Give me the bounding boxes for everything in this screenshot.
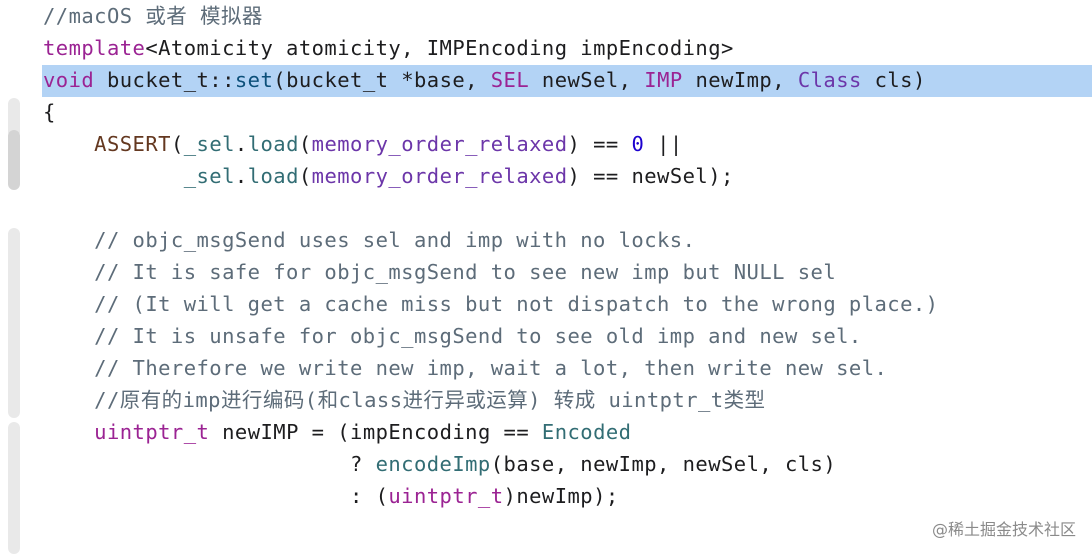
code-line[interactable]: void bucket_t::set(bucket_t *base, SEL n… [43,64,938,96]
code-token: bucket_t:: [94,68,235,92]
code-line[interactable]: template<Atomicity atomicity, IMPEncodin… [43,32,938,64]
code-line[interactable]: // It is safe for objc_msgSend to see ne… [43,256,938,288]
code-token: uintptr_t [388,484,504,508]
code-token: memory_order_relaxed [311,132,568,156]
code-line[interactable]: // Therefore we write new imp, wait a lo… [43,352,938,384]
code-token: Encoded [541,420,632,444]
code-token: ) == [567,132,632,156]
code-line[interactable]: : (uintptr_t)newImp); [43,480,938,512]
code-token: set [234,68,274,92]
code-line[interactable]: { [43,96,938,128]
code-token: { [43,100,56,124]
code-token: load [247,132,299,156]
code-token: load [247,164,299,188]
code-token: // It is safe for objc_msgSend to see ne… [43,260,837,284]
code-line[interactable]: // objc_msgSend uses sel and imp with no… [43,224,938,256]
code-token: Class [797,68,862,92]
code-line[interactable]: // It is unsafe for objc_msgSend to see … [43,320,938,352]
code-token: 0 [631,132,645,156]
code-token [43,132,94,156]
code-token: (bucket_t *base, [273,68,491,92]
code-line[interactable]: _sel.load(memory_order_relaxed) == newSe… [43,160,938,192]
code-token: // (It will get a cache miss but not dis… [43,292,939,316]
code-line[interactable] [43,192,938,224]
code-token: _sel [183,132,235,156]
code-token: encodeImp [375,452,491,476]
code-token: void [43,68,95,92]
code-token: // It is unsafe for objc_msgSend to see … [43,324,862,348]
code-token: //macOS 或者 模拟器 [43,4,263,28]
source-code[interactable]: //macOS 或者 模拟器 template<Atomicity atomici… [43,0,938,512]
code-fold-ribbon[interactable] [8,98,20,138]
code-token: . [234,132,248,156]
code-token: _sel [183,164,235,188]
code-token: //原有的imp进行编码(和class进行异或运算) 转成 uintptr_t类… [43,388,766,412]
code-token: newIMP = (impEncoding == [209,420,542,444]
code-token: || [644,132,683,156]
code-line[interactable]: // (It will get a cache miss but not dis… [43,288,938,320]
code-token: ( [298,132,312,156]
code-fold-ribbon[interactable] [8,422,20,554]
code-fold-ribbon[interactable] [8,228,20,418]
code-token [43,420,94,444]
code-token: : ( [43,484,389,508]
code-token: . [234,164,248,188]
code-line[interactable]: ? encodeImp(base, newImp, newSel, cls) [43,448,938,480]
code-token: ASSERT [94,132,171,156]
code-token: (base, newImp, newSel, cls) [490,452,837,476]
code-token: cls) [861,68,926,92]
code-token: newImp, [682,68,798,92]
current-line-highlight [42,65,1092,97]
code-line[interactable]: ASSERT(_sel.load(memory_order_relaxed) =… [43,128,938,160]
code-token: IMP [644,68,683,92]
code-token: )newImp); [503,484,619,508]
code-token: ) == newSel); [567,164,734,188]
editor-gutter [0,0,26,554]
code-token: template [43,36,146,60]
code-token: // Therefore we write new imp, wait a lo… [43,356,888,380]
code-line[interactable]: uintptr_t newIMP = (impEncoding == Encod… [43,416,938,448]
code-token: <Atomicity atomicity, IMPEncoding impEnc… [145,36,734,60]
code-token [43,164,184,188]
code-token: uintptr_t [94,420,210,444]
code-line[interactable]: //macOS 或者 模拟器 [43,0,938,32]
code-token: ? [43,452,376,476]
code-token: memory_order_relaxed [311,164,568,188]
code-token: SEL [490,68,530,92]
code-token: ( [170,132,184,156]
code-token: // objc_msgSend uses sel and imp with no… [43,228,696,252]
code-line[interactable]: //原有的imp进行编码(和class进行异或运算) 转成 uintptr_t类… [43,384,938,416]
watermark: @稀土掘金技术社区 [931,520,1076,539]
code-fold-ribbon[interactable] [8,130,20,190]
code-token: ( [298,164,312,188]
code-token: newSel, [529,68,645,92]
